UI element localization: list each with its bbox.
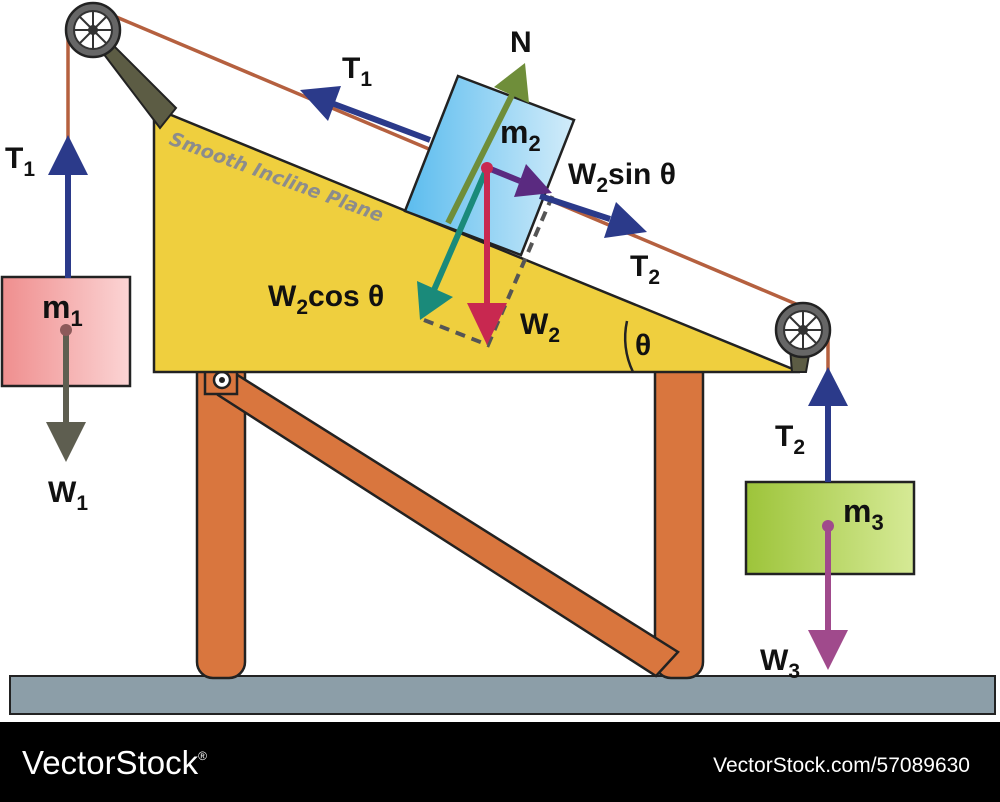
label-m3: m3 [843,493,884,535]
pulley-right [774,301,832,359]
label-t2-incline: T2 [630,250,660,289]
label-w2-sin: W2sin θ [568,158,676,197]
label-t1-left: T1 [5,142,35,181]
t1-incline-arrow [300,86,432,143]
label-m2: m2 [500,114,541,156]
stand-leg-right [653,350,705,680]
watermark-url: VectorStock.com/57089630 [713,754,970,777]
label-n: N [510,26,532,59]
watermark-bar [0,722,1000,802]
label-t2-right: T2 [775,420,805,459]
component-dashes [423,189,557,348]
label-w1: W1 [48,476,88,515]
pulley-left [64,1,122,59]
angle-label: θ [635,329,651,362]
w1-arrow [46,324,86,462]
label-w2-cos: W2cos θ [268,280,384,319]
w2-arrow [467,162,507,345]
stand [195,350,705,680]
label-t1-incline: T1 [342,52,372,91]
w2-cos-arrow [417,166,490,320]
t2-incline-arrow [539,193,647,238]
t1-left-arrow [48,135,88,278]
stand-brace [216,361,680,678]
w2-sin-arrow [486,164,552,197]
label-w2: W2 [520,308,560,347]
w3-arrow [808,520,848,670]
angle-arc [623,320,635,373]
watermark-brand: VectorStock® [22,744,207,781]
ground [9,675,996,715]
t2-right-arrow [808,367,848,482]
label-w3: W3 [760,644,800,683]
normal-arrow [445,63,529,225]
label-m1: m1 [42,289,83,331]
incline-plane [152,106,801,374]
